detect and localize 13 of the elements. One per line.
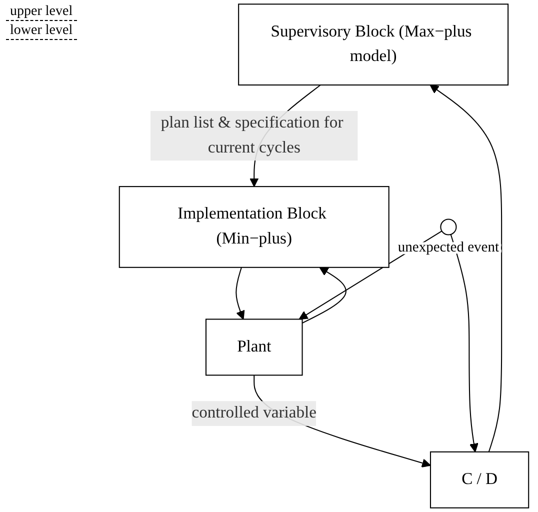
arrow [302, 266, 346, 324]
node-box: Supervisory Block (Max−plus model) [238, 4, 509, 86]
node-box: Implementation Block (Min−plus) [118, 186, 390, 268]
arrow [430, 84, 502, 452]
node-circle [440, 218, 457, 236]
node-box: Plant [205, 318, 303, 376]
edge-label: plan list & specification for current cycles [160, 114, 344, 156]
level-label: lower level [6, 23, 77, 40]
arrow [450, 234, 478, 452]
edge-label: controlled variable [192, 404, 317, 422]
node-box: C / D [430, 451, 530, 508]
level-label: upper level [6, 4, 77, 21]
arrow [236, 267, 245, 320]
